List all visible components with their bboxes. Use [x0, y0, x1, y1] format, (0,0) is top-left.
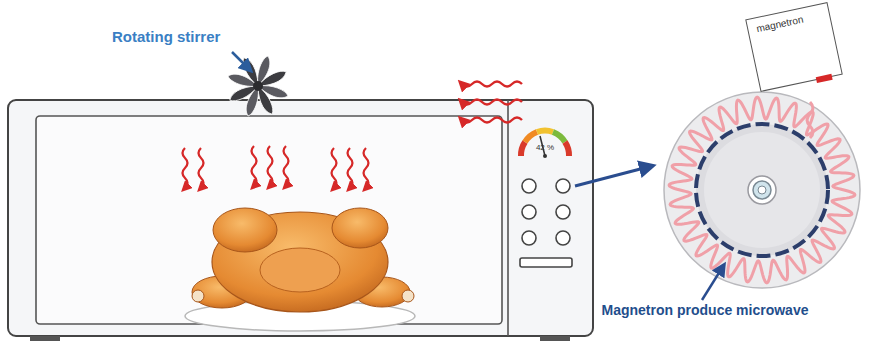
pointer-arrow: [575, 167, 648, 186]
microwave-oven-part: [8, 100, 593, 336]
magnetron-disk: [664, 92, 860, 288]
magnetron-disk-part: [748, 176, 776, 204]
callout-label: Magnetron produce microwave: [590, 302, 820, 318]
magnetron-box: magnetron: [745, 2, 843, 92]
power-gauge-part: [565, 142, 569, 156]
control-knobs-part: [522, 205, 536, 219]
heat-waves-part: [252, 146, 257, 186]
magnetron-disk-part: [664, 92, 860, 288]
roast-chicken-part: [192, 290, 204, 302]
microwave-oven-part: [36, 116, 502, 324]
incoming-microwaves-part: [462, 100, 522, 105]
microwave-oven: [8, 100, 593, 341]
power-gauge-part: [543, 154, 547, 158]
output-antenna: [816, 74, 833, 83]
heat-waves-part: [183, 148, 188, 188]
heat-waves-part: [364, 148, 369, 188]
microwave-oven-part: [540, 336, 570, 341]
magnetron-disk-part: [704, 132, 820, 248]
magnetron-disk-part: [753, 181, 771, 199]
roast-chicken-part: [332, 208, 388, 248]
control-knobs-part: [556, 179, 570, 193]
roast-chicken-part: [260, 248, 340, 292]
incoming-microwaves: [462, 82, 522, 123]
gauge-reading: 42 %: [530, 143, 560, 152]
heat-waves-part: [199, 148, 204, 188]
microwave-oven-part: [507, 100, 509, 336]
stirrer-fan: [228, 56, 288, 116]
incoming-microwaves-part: [462, 118, 522, 123]
heat-waves-part: [268, 146, 273, 186]
heat-waves: [183, 146, 369, 188]
heat-waves-part: [332, 148, 337, 188]
control-knobs-part: [556, 231, 570, 245]
incoming-microwaves-part: [462, 82, 522, 87]
control-knobs-part: [522, 179, 536, 193]
magnetron-disk-part: [669, 97, 855, 283]
power-gauge-part: [525, 132, 537, 142]
callout-label: Rotating stirrer: [112, 28, 220, 45]
control-knobs-part: [522, 231, 536, 245]
magnetron-output: [807, 102, 813, 138]
roast-chicken-part: [402, 290, 414, 302]
power-gauge-part: [537, 131, 553, 132]
heat-waves-part: [284, 146, 289, 186]
leader-arrow: [232, 52, 248, 68]
leader-arrow: [702, 268, 722, 300]
control-knobs-part: [520, 258, 572, 267]
magnetron-disk-part: [696, 124, 828, 256]
control-knobs: [520, 179, 572, 267]
part-name: magnetron: [755, 10, 822, 34]
power-gauge: [521, 131, 569, 158]
roast-chicken-part: [213, 208, 277, 252]
stirrer-fan-part: [253, 81, 263, 91]
power-gauge-part: [553, 132, 565, 142]
heat-waves-part: [348, 148, 353, 188]
power-gauge-part: [521, 142, 525, 156]
microwave-oven-part: [30, 336, 60, 341]
magnetron-disk-part: [758, 186, 766, 194]
magnetron-output-part: [807, 102, 813, 138]
control-knobs-part: [556, 205, 570, 219]
roast-chicken: [192, 208, 414, 312]
